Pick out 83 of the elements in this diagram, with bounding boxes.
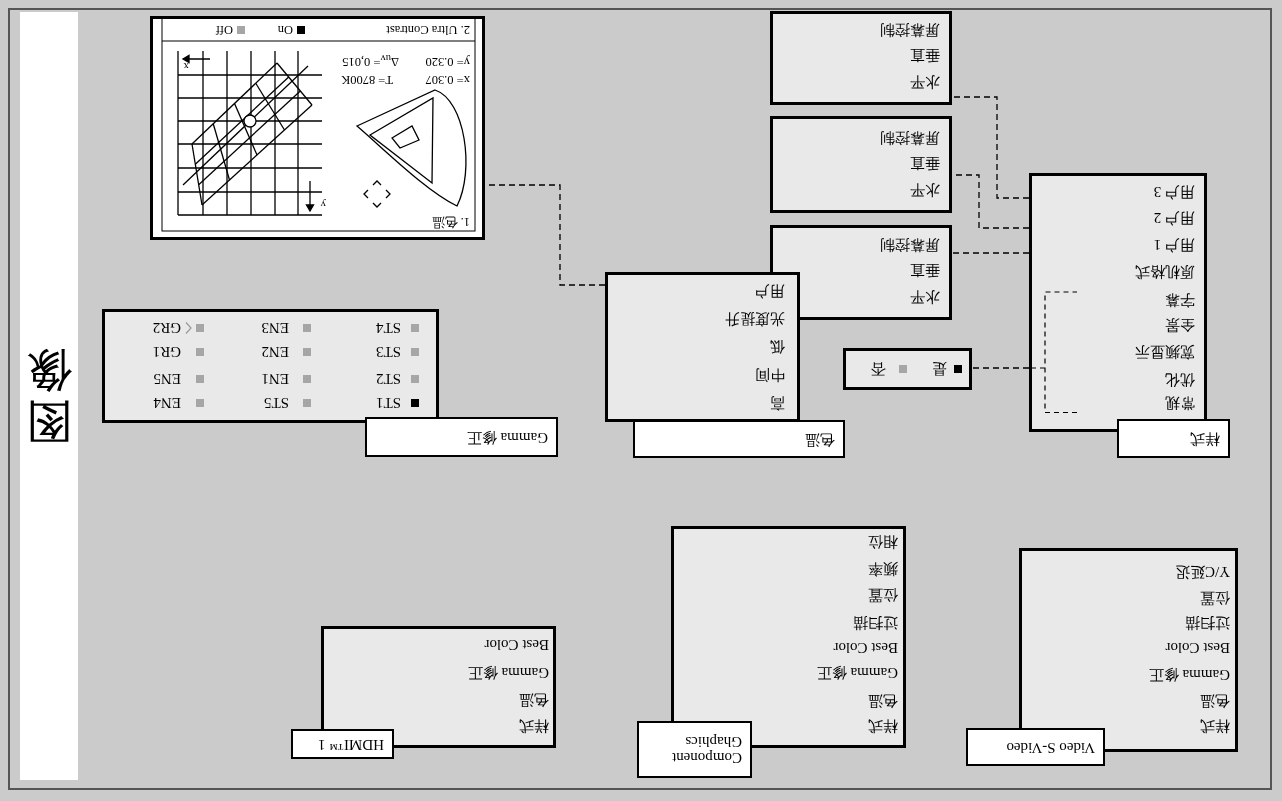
menu-item: 过扫描 — [853, 614, 898, 633]
menu-panel — [770, 11, 952, 105]
menu-tab: Video S-Video — [966, 728, 1105, 766]
menu-tab: HDMI™ 1 — [291, 729, 394, 759]
menu-item: EN4 — [153, 394, 181, 413]
menu-tab: 色温 — [633, 420, 845, 458]
menu-panel — [321, 626, 556, 748]
menu-panel — [1029, 173, 1207, 432]
dashed-connector — [971, 367, 1030, 369]
menu-panel — [770, 116, 952, 213]
menu-panel — [605, 272, 800, 422]
menu-item: 垂直 — [910, 261, 940, 280]
menu-item: 频率 — [868, 560, 898, 579]
option-label: 否 — [871, 360, 886, 379]
menu-item: 字幕 — [1165, 291, 1195, 310]
title-text: 图像 — [26, 345, 72, 447]
menu-item: GR2 — [152, 319, 181, 338]
menu-item: Gamma 修正 — [1148, 666, 1230, 685]
menu-item: 样式 — [1200, 717, 1230, 736]
value-label: x= 0.307 — [425, 73, 470, 87]
menu-item: Best Color — [484, 636, 549, 655]
menu-item: 高 — [770, 394, 785, 413]
menu-tab: 样式 — [1117, 419, 1230, 458]
menu-item: ST2 — [376, 370, 401, 389]
menu-item: Gamma 修正 — [816, 664, 898, 683]
axis-label: y — [320, 198, 326, 212]
menu-item: ST5 — [264, 394, 289, 413]
legend-label: Off — [215, 23, 233, 37]
menu-item: EN1 — [261, 370, 289, 389]
menu-item: 垂直 — [910, 154, 940, 173]
menu-item: 垂直 — [910, 46, 940, 65]
menu-item: Best Color — [1165, 639, 1230, 658]
menu-item: 色温 — [868, 692, 898, 711]
value-label: T= 8700K — [341, 73, 393, 87]
menu-item: 位置 — [1200, 589, 1230, 608]
menu-item: 过扫描 — [1185, 614, 1230, 633]
menu-item: GR1 — [152, 343, 181, 362]
menu-panel — [102, 309, 439, 423]
menu-item: 优化 — [1165, 371, 1195, 390]
menu-item: 用户 3 — [1153, 183, 1195, 202]
menu-item: 屏幕控制 — [880, 21, 940, 40]
menu-item: 色温 — [519, 691, 549, 710]
menu-item: ST3 — [376, 343, 401, 362]
option-label: 是 — [932, 360, 947, 379]
menu-item: 屏幕控制 — [880, 236, 940, 255]
panel-heading: 2. Ultra Contrast — [386, 23, 470, 37]
menu-item: 水平 — [910, 288, 940, 307]
menu-item: Gamma 修正 — [467, 664, 549, 683]
menu-item: 光度提升 — [725, 310, 785, 329]
menu-item: 水平 — [910, 73, 940, 92]
menu-item: 色温 — [1200, 692, 1230, 711]
menu-item: ST4 — [376, 319, 401, 338]
menu-tab: Gamma 修正 — [365, 417, 558, 457]
menu-item: 屏幕控制 — [880, 129, 940, 148]
menu-item: 低 — [770, 338, 785, 357]
menu-item: 水平 — [910, 181, 940, 200]
menu-tab: Component Ghaphics — [637, 721, 752, 778]
menu-item: 原机格式 — [1135, 263, 1195, 282]
menu-item: 用户 2 — [1153, 209, 1195, 228]
menu-item: EN5 — [153, 370, 181, 389]
menu-item: 常规 — [1165, 394, 1195, 413]
menu-item: 样式 — [519, 717, 549, 736]
menu-item: EN3 — [261, 319, 289, 338]
dashed-connector — [951, 252, 1030, 254]
value-label: y= 0.320 — [425, 55, 470, 69]
menu-item: 宽频显示 — [1135, 343, 1195, 362]
legend-label: On — [277, 23, 293, 37]
menu-item: Best Color — [833, 639, 898, 658]
option-box — [843, 348, 972, 390]
menu-item: ST1 — [376, 394, 401, 413]
menu-item: 位置 — [868, 586, 898, 605]
menu-item: 中间 — [755, 366, 785, 385]
menu-item: 用户 — [755, 282, 785, 301]
panel-heading: 1. 色温 — [431, 215, 470, 229]
menu-item: 相位 — [868, 533, 898, 552]
menu-item: 用户 1 — [1153, 236, 1195, 255]
dashed-connector — [951, 96, 1030, 199]
menu-item: 样式 — [868, 717, 898, 736]
menu-item: 全景 — [1165, 316, 1195, 335]
menu-item: Y/C延迟 — [1175, 563, 1230, 582]
menu-panel — [671, 526, 906, 748]
menu-item: EN2 — [261, 343, 289, 362]
axis-label: x — [183, 60, 189, 74]
